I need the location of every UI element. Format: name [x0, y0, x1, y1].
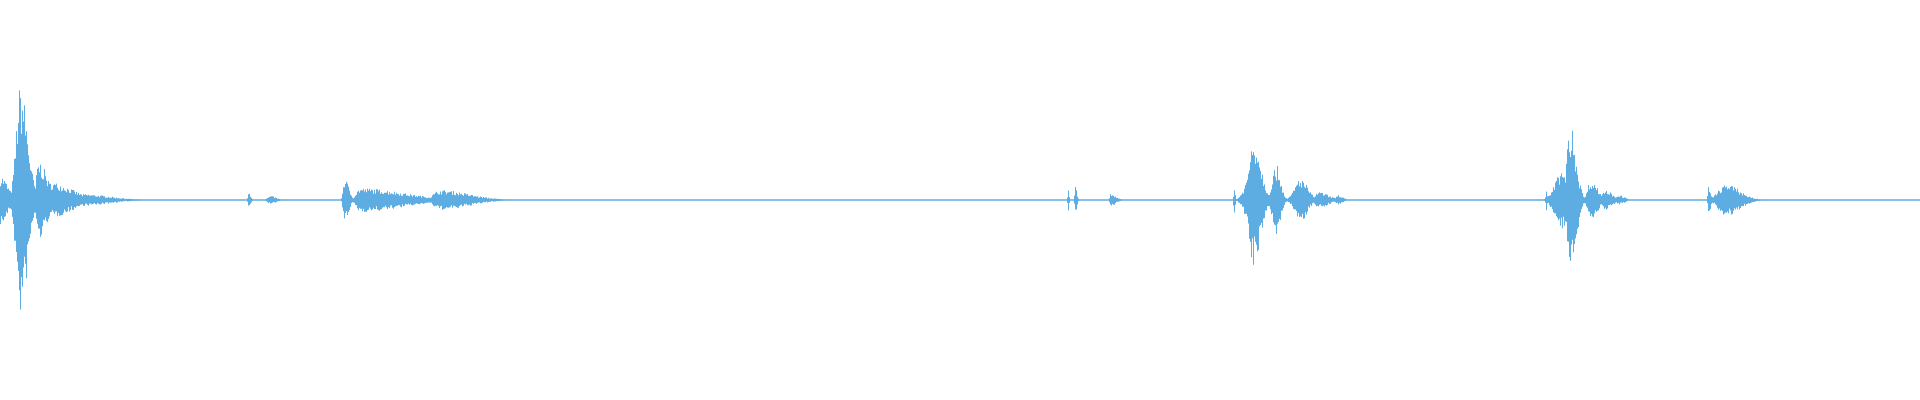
waveform-path — [0, 90, 1761, 310]
